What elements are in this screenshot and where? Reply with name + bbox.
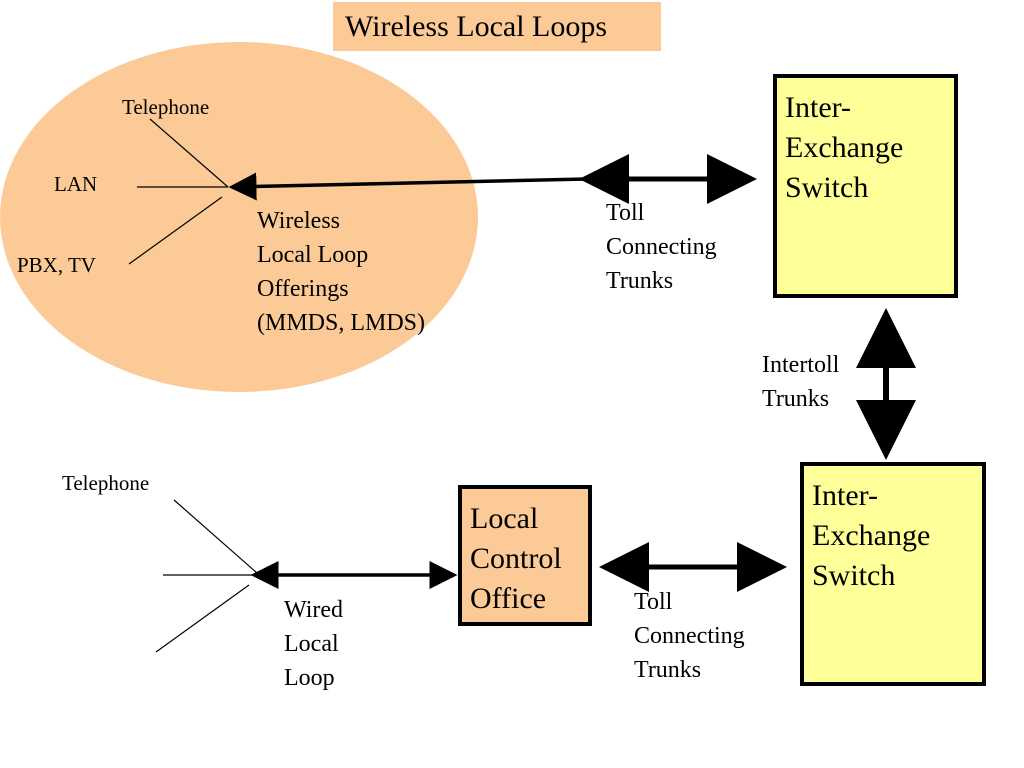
wired-fan-line-top [173, 499, 258, 574]
toll-trunks-bottom-label: Toll Connecting Trunks [634, 585, 745, 687]
top-switch-line-1: Inter- [785, 91, 852, 124]
bottom-switch-line-3: Switch [812, 559, 896, 592]
wireless-coverage-area [0, 42, 478, 392]
toll-bottom-line-2: Connecting [634, 623, 745, 649]
offerings-line-3: Offerings [257, 276, 349, 302]
bottom-switch-line-2: Exchange [812, 519, 931, 552]
wireless-pbx-tv-label: PBX, TV [17, 253, 96, 277]
offerings-line-1: Wireless [257, 208, 341, 234]
intertoll-line-1: Intertoll [762, 352, 840, 378]
local-control-office: Local Control Office [458, 485, 592, 626]
top-switch-line-2: Exchange [785, 131, 904, 164]
toll-top-line-3: Trunks [606, 268, 674, 294]
wired-loop-line-2: Local [284, 631, 339, 657]
wired-fan-line-bottom [155, 584, 250, 653]
toll-bottom-line-3: Trunks [634, 657, 702, 683]
wired-telephone-label: Telephone [62, 471, 150, 495]
top-switch-line-3: Switch [785, 171, 869, 204]
office-line-2: Control [470, 542, 562, 575]
toll-bottom-line-1: Toll [634, 589, 673, 615]
inter-exchange-switch-bottom: Inter- Exchange Switch [800, 462, 986, 686]
fan-line-telephone [149, 118, 229, 188]
intertoll-trunks-label: Intertoll Trunks [762, 348, 839, 416]
office-line-3: Office [470, 582, 547, 615]
wireless-offerings-label: Wireless Local Loop Offerings (MMDS, LMD… [257, 204, 425, 340]
toll-top-line-2: Connecting [606, 234, 717, 260]
wireless-lan-label: LAN [54, 172, 98, 196]
offerings-line-2: Local Loop [257, 242, 369, 268]
toll-top-line-1: Toll [606, 200, 645, 226]
wireless-telephone-label: Telephone [122, 95, 210, 119]
inter-exchange-switch-top: Inter- Exchange Switch [773, 74, 958, 298]
intertoll-line-2: Trunks [762, 386, 830, 412]
fan-line-pbx [128, 196, 223, 265]
offerings-line-4: (MMDS, LMDS) [257, 310, 426, 336]
wireless-link-arrow [228, 172, 587, 201]
wired-local-loop-label: Wired Local Loop [284, 593, 343, 695]
wired-loop-line-3: Loop [284, 665, 335, 691]
wired-loop-line-1: Wired [284, 597, 344, 623]
toll-trunks-top-label: Toll Connecting Trunks [606, 196, 717, 298]
bottom-switch-line-1: Inter- [812, 479, 879, 512]
office-line-1: Local [470, 502, 539, 535]
diagram-title: Wireless Local Loops [333, 2, 661, 51]
